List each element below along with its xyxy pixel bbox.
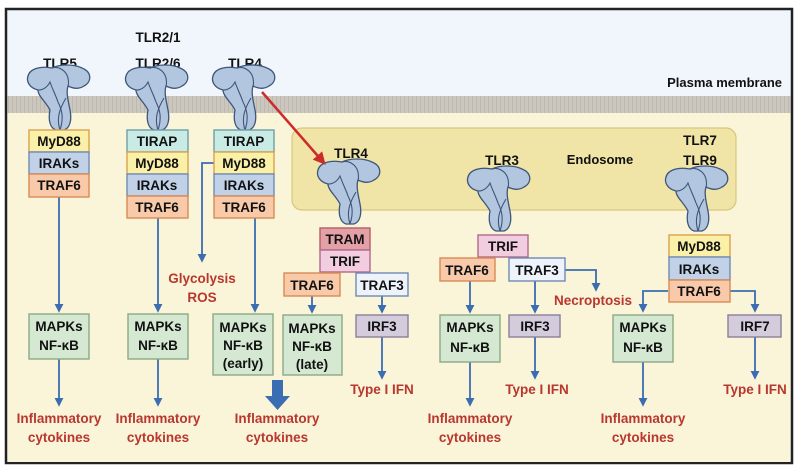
label-mapks-4-line1: MAPKs (619, 320, 666, 335)
output-necroptosis: Necroptosis (554, 293, 632, 308)
label-tlr3-trif: TRIF (488, 239, 518, 254)
label-tlr5-traf6: TRAF6 (37, 178, 81, 193)
label-tlr4-trif: TRIF (330, 254, 360, 269)
box-tlr4-traf6 (213, 195, 275, 219)
output-glycolysis: Glycolysis (168, 271, 236, 286)
box-irf7 (727, 314, 782, 338)
label-tlr2-tirap: TIRAP (137, 134, 178, 149)
label-tlr79-traf6: TRAF6 (677, 284, 721, 299)
label-irf7: IRF7 (740, 319, 769, 334)
output-inflam-4-line1: Inflammatory (428, 411, 513, 426)
label-tlr4-traf6: TRAF6 (222, 200, 266, 215)
output-inflam-2-line2: cytokines (127, 430, 189, 445)
plasma-membrane-label: Plasma membrane (667, 75, 782, 90)
receptor-label-tlr4-endosome: TLR4 (334, 146, 368, 161)
output-inflam-1-line2: cytokines (28, 430, 90, 445)
box-mapks-early (212, 313, 274, 376)
arrow-necroptosis (565, 269, 601, 292)
box-tlr4-trif (319, 249, 371, 273)
box-tlr4-traf3 (355, 272, 409, 297)
box-tlr3-traf3 (508, 257, 566, 282)
label-tlr4-traf6-b: TRAF6 (290, 278, 334, 293)
box-tlr4-traf6-b (283, 272, 341, 297)
endosome-label: Endosome (567, 152, 633, 167)
output-type1-ifn-c: Type I IFN (723, 382, 787, 397)
label-mapks-2-line2: NF-κB (138, 338, 178, 353)
output-type1-ifn-a: Type I IFN (350, 382, 414, 397)
box-tlr3-trif (477, 234, 529, 258)
plasma-membrane (7, 96, 791, 113)
arrow-traf6-irf7 (730, 290, 760, 313)
arrow-glycolysis (197, 162, 214, 263)
label-mapks-2-line1: MAPKs (134, 319, 181, 334)
label-tlr4-tirap: TIRAP (224, 134, 265, 149)
output-inflam-1-line1: Inflammatory (17, 411, 102, 426)
label-tlr2-myd88: MyD88 (135, 156, 179, 171)
output-inflam-3-line1: Inflammatory (235, 411, 320, 426)
label-tlr5-iraks: IRAKs (39, 156, 80, 171)
label-mapks-late-line2: NF-κB (292, 339, 332, 354)
box-tlr2-traf6 (126, 195, 189, 219)
box-mapks-late (282, 314, 343, 376)
label-mapks-late-line1: MAPKs (288, 321, 335, 336)
label-tlr3-traf6: TRAF6 (445, 263, 489, 278)
output-inflam-3-line2: cytokines (246, 430, 308, 445)
label-tlr79-myd88: MyD88 (677, 239, 721, 254)
endocytosis-arrow (261, 91, 326, 165)
label-tlr4-myd88: MyD88 (222, 156, 266, 171)
label-mapks-3-line2: NF-κB (450, 340, 490, 355)
receptor-label-tlr9: TLR9 (683, 153, 717, 168)
label-irf3-b: IRF3 (520, 319, 550, 334)
box-tlr3-traf6 (439, 257, 496, 282)
label-tram: TRAM (326, 232, 365, 247)
label-irf3-a: IRF3 (367, 319, 397, 334)
label-mapks-1-line1: MAPKs (35, 319, 82, 334)
arrow-traf6-mapks4 (638, 290, 668, 313)
output-inflam-5-line2: cytokines (612, 430, 674, 445)
thick-arrow-inflam (265, 380, 290, 410)
output-inflam-2-line1: Inflammatory (116, 411, 201, 426)
box-irf3-b (508, 314, 561, 338)
receptor-label-tlr3: TLR3 (485, 153, 519, 168)
label-tlr2-traf6: TRAF6 (135, 200, 179, 215)
label-mapks-4-line2: NF-κB (623, 340, 663, 355)
label-tlr4-iraks: IRAKs (224, 178, 265, 193)
label-tlr2-iraks: IRAKs (137, 178, 178, 193)
receptor-label-tlr2-1: TLR2/1 (135, 30, 181, 45)
box-mapks-4 (612, 314, 674, 363)
label-tlr4-traf3: TRAF3 (360, 278, 404, 293)
label-mapks-early-line2: NF-κB (223, 338, 263, 353)
output-inflam-5-line1: Inflammatory (601, 411, 686, 426)
receptor-label-tlr7: TLR7 (683, 133, 717, 148)
box-mapks-2 (127, 313, 189, 360)
label-mapks-late-line3: (late) (296, 357, 328, 372)
label-mapks-1-line2: NF-κB (39, 338, 79, 353)
label-tlr79-iraks: IRAKs (679, 262, 720, 277)
output-ros: ROS (187, 290, 216, 305)
box-mapks-3 (439, 314, 501, 363)
label-tlr5-myd88: MyD88 (37, 134, 81, 149)
label-mapks-early-line1: MAPKs (219, 320, 266, 335)
box-mapks-1 (28, 313, 90, 360)
output-type1-ifn-b: Type I IFN (505, 382, 569, 397)
label-tlr3-traf3: TRAF3 (515, 263, 559, 278)
box-tlr5-traf6 (28, 173, 90, 198)
label-mapks-3-line1: MAPKs (446, 320, 493, 335)
box-irf3-a (355, 314, 409, 338)
label-mapks-early-line3: (early) (223, 356, 264, 371)
box-tlr79-traf6 (668, 279, 731, 303)
output-inflam-4-line2: cytokines (439, 430, 501, 445)
